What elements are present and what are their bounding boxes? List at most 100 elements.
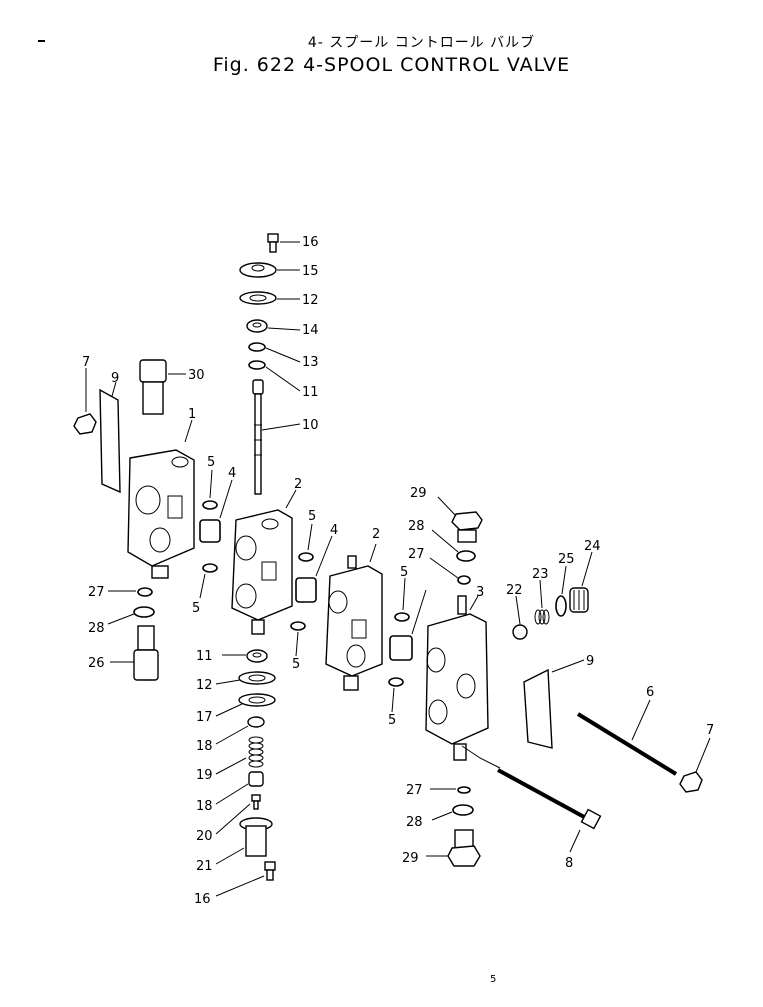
diagram-title-english: Fig. 622 4-SPOOL CONTROL VALVE xyxy=(212,54,571,76)
ring-27-bottom xyxy=(457,786,471,794)
nut-7-left xyxy=(73,413,97,435)
label-22: 22 xyxy=(506,583,523,598)
nut-7-right xyxy=(679,771,703,793)
seat-18-lower xyxy=(248,771,264,787)
label-27-top: 27 xyxy=(408,547,425,562)
valve-body-1 xyxy=(127,449,195,579)
bracket-9-left xyxy=(99,388,121,494)
label-7-right: 7 xyxy=(706,723,714,738)
ring-13 xyxy=(248,342,266,352)
label-10: 10 xyxy=(302,418,319,433)
gasket-4-b xyxy=(295,577,317,603)
plug-24 xyxy=(569,587,589,613)
label-13: 13 xyxy=(302,355,319,370)
label-4-a: 4 xyxy=(228,466,236,481)
ring-5-d xyxy=(290,621,306,631)
label-11-bottom: 11 xyxy=(196,649,213,664)
plug-26 xyxy=(133,625,159,681)
bracket-9-right xyxy=(523,668,553,749)
diagram-title-japanese: 4- スプール コントロール バルブ xyxy=(307,35,536,51)
ring-11-top xyxy=(248,360,266,370)
ring-5-a xyxy=(202,500,218,510)
label-16-bottom: 16 xyxy=(194,892,211,907)
ring-5-c xyxy=(298,552,314,562)
seal-11-bottom xyxy=(246,649,268,663)
label-4-b: 4 xyxy=(330,523,338,538)
label-11-top: 11 xyxy=(302,385,319,400)
label-9-left: 9 xyxy=(111,371,119,386)
label-21: 21 xyxy=(196,859,213,874)
ring-25 xyxy=(555,595,567,617)
label-5-f: 5 xyxy=(388,713,396,728)
plate-12-bottom xyxy=(238,671,276,685)
label-24: 24 xyxy=(584,539,601,554)
gasket-4-a xyxy=(199,519,221,543)
corner-mark xyxy=(38,40,45,42)
label-28-top: 28 xyxy=(408,519,425,534)
label-18-upper: 18 xyxy=(196,739,213,754)
label-26: 26 xyxy=(88,656,105,671)
footer-mark: 5 xyxy=(490,974,497,985)
rod-6 xyxy=(576,712,678,776)
bolt-20 xyxy=(251,794,261,810)
label-8: 8 xyxy=(565,856,573,871)
label-18-lower: 18 xyxy=(196,799,213,814)
label-30: 30 xyxy=(188,368,205,383)
plug-29-bottom xyxy=(447,829,481,867)
label-29-top: 29 xyxy=(410,486,427,501)
ring-5-f xyxy=(388,677,404,687)
cover-15 xyxy=(239,262,277,278)
valve-body-3 xyxy=(425,595,489,761)
plug-29-top xyxy=(451,511,483,543)
valve-30 xyxy=(139,359,167,415)
ring-5-e xyxy=(394,612,410,622)
ring-5-b xyxy=(202,563,218,573)
label-23: 23 xyxy=(532,567,549,582)
spring-23 xyxy=(534,609,550,625)
label-2-right: 2 xyxy=(372,527,380,542)
label-5-a: 5 xyxy=(207,455,215,470)
label-28-bottom: 28 xyxy=(406,815,423,830)
label-5-c: 5 xyxy=(308,509,316,524)
ring-27-top xyxy=(457,575,471,585)
label-2-center: 2 xyxy=(294,477,302,492)
gasket-4-c xyxy=(389,635,413,661)
bolt-8 xyxy=(497,768,602,830)
label-27-bottom: 27 xyxy=(406,783,423,798)
label-5-d: 5 xyxy=(292,657,300,672)
label-15: 15 xyxy=(302,264,319,279)
valve-body-2-center xyxy=(231,509,293,635)
label-16-top: 16 xyxy=(302,235,319,250)
label-28-left: 28 xyxy=(88,621,105,636)
bolt-16-bottom xyxy=(264,861,276,881)
ring-28-bottom xyxy=(452,804,474,816)
spool-10 xyxy=(252,379,264,495)
label-20: 20 xyxy=(196,829,213,844)
label-12-top: 12 xyxy=(302,293,319,308)
label-17: 17 xyxy=(196,710,213,725)
label-5-e: 5 xyxy=(400,565,408,580)
label-27-left: 27 xyxy=(88,585,105,600)
cap-21 xyxy=(239,817,273,857)
spring-19 xyxy=(248,736,264,768)
label-19: 19 xyxy=(196,768,213,783)
seat-18-upper xyxy=(247,716,265,728)
valve-body-2-right xyxy=(325,555,383,691)
seal-14 xyxy=(246,319,268,333)
label-25: 25 xyxy=(558,552,575,567)
ring-28-left xyxy=(133,606,155,618)
ring-28-top xyxy=(456,550,476,562)
ring-27-left xyxy=(137,587,153,597)
ball-22 xyxy=(512,624,528,640)
label-7-left: 7 xyxy=(82,355,90,370)
label-3: 3 xyxy=(476,585,484,600)
label-14: 14 xyxy=(302,323,319,338)
bolt-16-top xyxy=(267,233,279,253)
plate-17 xyxy=(238,693,276,707)
label-9-right: 9 xyxy=(586,654,594,669)
label-6: 6 xyxy=(646,685,654,700)
label-29-bottom: 29 xyxy=(402,851,419,866)
label-5-b: 5 xyxy=(192,601,200,616)
plate-12-top xyxy=(239,291,277,305)
